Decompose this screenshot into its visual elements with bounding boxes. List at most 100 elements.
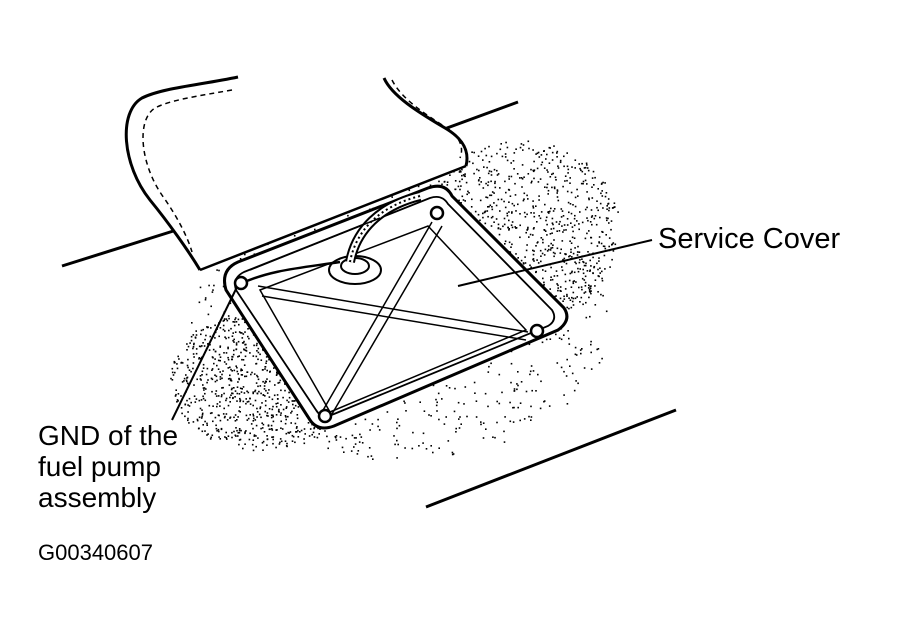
speckle-dot [554,295,556,298]
speckle-dot [459,416,461,418]
speckle-dot [537,151,540,154]
speckle-dot [429,184,432,187]
speckle-dot [517,203,519,206]
speckle-dot [572,252,575,255]
speckle-dot [506,146,509,149]
speckle-dot [530,405,532,408]
speckle-dot [558,230,561,232]
gnd-label-line-3: assembly [38,482,157,513]
speckle-dot [567,201,570,204]
speckle-dot [535,270,537,273]
speckle-dot [594,176,596,179]
speckle-dot [238,443,240,446]
speckle-dot [493,192,495,194]
speckle-dot [295,431,297,433]
speckle-dot [600,183,603,185]
speckle-dot [566,293,568,296]
speckle-dot [242,447,244,450]
speckle-dot [280,420,282,423]
speckle-dot [235,348,238,350]
speckle-dot [275,414,278,416]
speckle-dot [280,389,282,392]
speckle-dot [511,212,513,214]
speckle-dot [513,152,516,154]
speckle-dot [212,289,214,291]
speckle-dot [519,224,521,227]
speckle-dot [257,351,260,354]
speckle-dot [556,152,558,154]
speckle-dot [568,279,571,282]
speckle-dot [230,327,232,330]
speckle-dot [396,427,398,430]
speckle-dot [212,348,215,351]
speckle-dot [254,389,257,392]
speckle-dot [188,405,191,407]
speckle-dot [555,333,557,336]
speckle-dot [581,170,584,173]
speckle-dot [569,255,571,257]
speckle-dot [295,431,298,433]
speckle-dot [187,358,189,361]
speckle-dot [607,198,610,200]
speckle-dot [553,255,555,258]
speckle-dot [268,428,271,431]
speckle-dot [268,389,270,391]
speckle-dot [243,349,246,351]
speckle-dot [579,167,581,170]
speckle-dot [577,195,579,197]
speckle-dot [239,332,242,334]
speckle-dot [589,269,591,271]
speckle-dot [208,284,210,287]
speckle-dot [473,151,475,154]
speckle-dot [530,266,532,268]
speckle-dot [470,206,473,208]
speckle-dot [451,453,454,456]
speckle-dot [532,234,534,236]
speckle-dot [181,362,184,364]
speckle-dot [247,328,249,330]
speckle-dot [257,358,259,361]
speckle-dot [567,330,569,332]
speckle-dot [256,376,259,378]
speckle-dot [244,343,246,346]
speckle-dot [449,174,451,176]
speckle-dot [458,199,460,202]
speckle-dot [504,416,506,418]
speckle-dot [193,342,195,345]
speckle-dot [490,170,493,173]
speckle-dot [266,412,269,414]
speckle-dot [588,290,591,293]
speckle-dot [527,173,530,175]
speckle-dot [223,361,226,363]
speckle-dot [590,209,593,211]
speckle-dot [498,402,501,405]
speckle-dot [252,391,254,393]
speckle-dot [493,202,495,204]
speckle-dot [223,319,225,322]
speckle-dot [257,347,260,350]
speckle-dot [563,334,565,336]
speckle-dot [435,398,437,401]
speckle-dot [549,288,551,290]
speckle-dot [533,227,535,229]
speckle-dot [229,379,232,382]
speckle-dot [288,396,291,399]
speckle-dot [199,345,202,348]
speckle-dot [573,389,576,392]
speckle-dot [579,268,581,270]
speckle-dot [261,369,264,371]
speckle-dot [604,268,606,270]
speckle-dot [192,347,194,350]
speckle-dot [457,185,460,188]
speckle-dot [239,438,242,441]
speckle-dot [176,401,178,403]
speckle-dot [294,422,297,425]
speckle-dot [244,331,246,333]
speckle-dot [412,431,414,434]
speckle-dot [528,343,531,346]
speckle-dot [396,457,398,459]
speckle-dot [203,389,205,391]
speckle-dot [242,386,245,388]
speckle-dot [201,415,203,418]
speckle-dot [544,203,546,206]
